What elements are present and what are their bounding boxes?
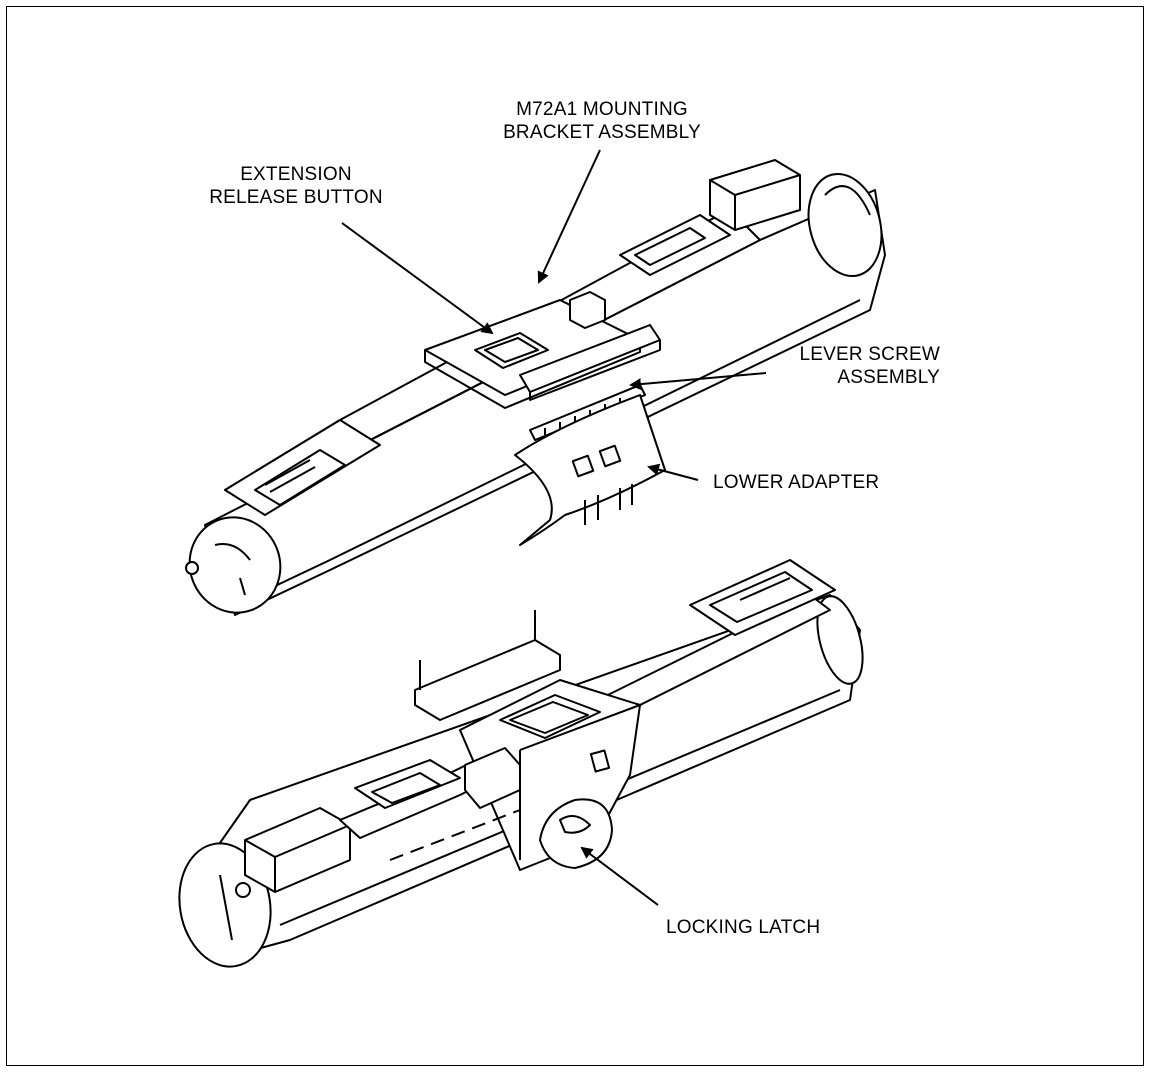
- mounting-bracket-label: M72A1 MOUNTING BRACKET ASSEMBLY: [472, 98, 732, 144]
- extension-release-label: EXTENSION RELEASE BUTTON: [196, 163, 396, 209]
- lever-screw-label: LEVER SCREW ASSEMBLY: [760, 343, 940, 389]
- mounting-bracket-label-line2: BRACKET ASSEMBLY: [503, 122, 701, 143]
- leader-lower-adapter: [647, 463, 699, 481]
- extension-release-label-line1: EXTENSION: [240, 164, 352, 185]
- diagram-border: [6, 6, 1144, 1066]
- leader-locking-latch: [580, 846, 659, 906]
- extension-release-label-line2: RELEASE BUTTON: [209, 187, 383, 208]
- leader-lever-screw: [629, 372, 767, 391]
- leader-extension-release: [341, 222, 494, 335]
- lower-adapter-label: LOWER ADAPTER: [713, 472, 880, 493]
- mounting-bracket-label-line1: M72A1 MOUNTING: [516, 99, 688, 120]
- lever-screw-label-line1: LEVER SCREW: [799, 344, 940, 365]
- lower-launcher-drawing: [178, 559, 864, 968]
- lever-screw-label-line2: ASSEMBLY: [837, 367, 940, 388]
- upper-launcher-drawing: [185, 159, 886, 616]
- leader-mounting-bracket: [537, 149, 601, 284]
- locking-latch-label: LOCKING LATCH: [666, 917, 821, 938]
- leader-lines: [341, 149, 767, 906]
